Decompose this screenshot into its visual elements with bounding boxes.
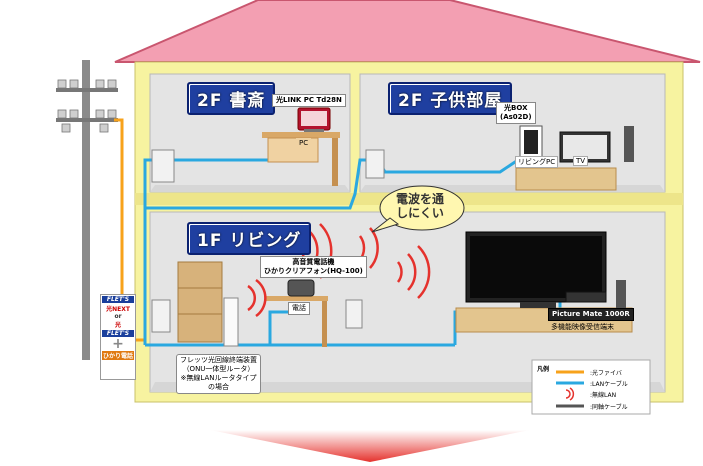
pole-crossarm-2 — [56, 118, 118, 122]
pc-screen-inner — [301, 111, 327, 126]
room-title-kids: 2F 子供部屋 — [388, 82, 513, 115]
pole-crossarm-1 — [56, 88, 118, 92]
room-title-study: 2F 書斎 — [187, 82, 276, 115]
kids-tv-stand — [515, 167, 617, 191]
insulators — [57, 79, 117, 133]
living-socket — [345, 299, 363, 329]
study-socket — [151, 149, 175, 183]
multi-channel-label: 多機能映像受信端末 — [551, 323, 614, 331]
legend-wireless-label: :無線LAN — [590, 392, 617, 399]
kids-tv-screen — [563, 135, 607, 159]
picture-mate-box — [565, 291, 607, 303]
flets-panel: FLET'S 光NEXT or 光 FLET'S + ひかり電話 — [100, 294, 136, 380]
flets-bottom-sub: 光 — [114, 322, 121, 329]
room-title-living: 1F リビング — [187, 222, 312, 255]
picture-mate-label: Picture Mate 1000R — [548, 308, 634, 321]
flets-top-sub: 光NEXT — [106, 306, 130, 313]
pc-name-label: 光LINK PC Td28N — [272, 94, 346, 107]
kids-coax-port — [624, 126, 634, 162]
living-tv-screen — [470, 236, 602, 298]
floor-study — [150, 185, 350, 192]
box-name-label: 光BOX (As02D) — [496, 102, 536, 124]
phone-name-label: 高音質電話機 ひかりクリアフォン(HQ-100) — [260, 256, 367, 278]
flets-or: or — [114, 313, 122, 320]
note-bubble-shape — [379, 185, 465, 231]
utility-pole — [82, 60, 90, 360]
onu-desc-label: フレッツ光回線終端装置 （ONU一体型ルータ） ※無線LANルータタイプ の場合 — [176, 354, 261, 394]
living-coax-port — [616, 280, 626, 310]
legend-title: 凡例 — [537, 366, 550, 373]
kids-pc-box-dark — [524, 130, 538, 154]
phone-table-leg — [322, 301, 327, 347]
study-desk-top — [262, 132, 340, 138]
flets-top: FLET'S — [102, 296, 134, 303]
living-shelf — [177, 261, 223, 343]
legend-lan-label: :LANケーブル — [590, 381, 628, 388]
phone-table-top — [266, 296, 328, 301]
roof — [114, 0, 701, 63]
flets-provider: ひかり電話 — [102, 351, 134, 360]
pc-label: PC — [296, 138, 312, 149]
phone-device — [287, 279, 315, 297]
legend-box — [531, 359, 651, 415]
flets-bottom: FLET'S — [102, 330, 134, 337]
note-bubble-text: 電波を通 しにくい — [396, 192, 445, 220]
living-tv-base — [520, 302, 556, 308]
legend-coax-label: :同軸ケーブル — [590, 404, 628, 411]
note-bubble-tail — [371, 217, 400, 233]
tv-label: TV — [573, 156, 589, 166]
study-desk-leg — [332, 138, 338, 186]
living-pc-label: リビングPC — [515, 156, 559, 168]
pc-base — [304, 129, 324, 132]
down-arrow — [210, 430, 530, 462]
legend-swatch-wireless — [565, 387, 575, 401]
phone-label: 電話 — [288, 302, 310, 315]
living-wall-socket — [151, 299, 171, 333]
kids-socket — [365, 149, 385, 179]
onu-device — [223, 297, 239, 347]
legend-fiber-label: :光ファイバ — [590, 370, 622, 377]
flets-plus: + — [112, 336, 124, 352]
